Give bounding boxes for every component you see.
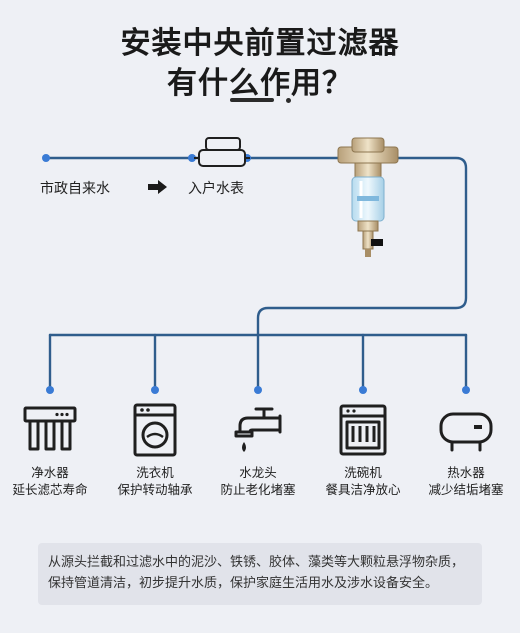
appliance-faucet: 水龙头 防止老化堵塞 [206, 400, 310, 498]
appliance-washing-machine: 洗衣机 保护转动轴承 [103, 400, 207, 498]
water-meter-icon [194, 137, 250, 167]
appliance-name: 热水器 [447, 465, 485, 480]
appliance-desc: 防止老化堵塞 [220, 482, 296, 497]
source-label: 市政自来水 [40, 181, 110, 197]
dishwasher-icon [339, 404, 387, 456]
footer-line: 保持管道清洁，初步提升水质，保护家庭生活用水及涉水设备安全。 [48, 576, 439, 591]
appliance-name: 水龙头 [239, 465, 277, 480]
appliance-name: 洗碗机 [344, 465, 382, 480]
appliance-desc: 减少结垢堵塞 [428, 482, 504, 497]
appliance-name: 净水器 [31, 465, 69, 480]
appliance-dishwasher: 洗碗机 餐具洁净放心 [311, 400, 415, 498]
appliance-desc: 延长滤芯寿命 [12, 482, 88, 497]
page-title: 安装中央前置过滤器 [120, 26, 400, 61]
appliance-water-heater: 热水器 减少结垢堵塞 [414, 400, 518, 498]
prefilter-icon [337, 137, 399, 257]
footer-panel [38, 543, 482, 605]
washing-machine-icon [133, 403, 177, 457]
page-subtitle: 有什么作用？ [167, 66, 353, 101]
appliance-water-purifier: 净水器 延长滤芯寿命 [0, 400, 102, 498]
inlet-pipe [44, 156, 468, 337]
footer-line: 从源头拦截和过滤水中的泥沙、铁锈、胶体、藻类等大颗粒悬浮物杂质， [48, 555, 465, 570]
meter-label: 入户水表 [188, 181, 244, 197]
arrow-right-icon [148, 180, 167, 194]
water-heater-icon [439, 412, 493, 452]
appliance-desc: 餐具洁净放心 [325, 482, 401, 497]
appliance-desc: 保护转动轴承 [117, 482, 193, 497]
faucet-icon [234, 407, 282, 452]
footer-description: 从源头拦截和过滤水中的泥沙、铁锈、胶体、藻类等大颗粒悬浮物杂质， 保持管道清洁，… [48, 552, 478, 594]
water-purifier-icon [23, 406, 77, 451]
appliance-name: 洗衣机 [136, 465, 174, 480]
